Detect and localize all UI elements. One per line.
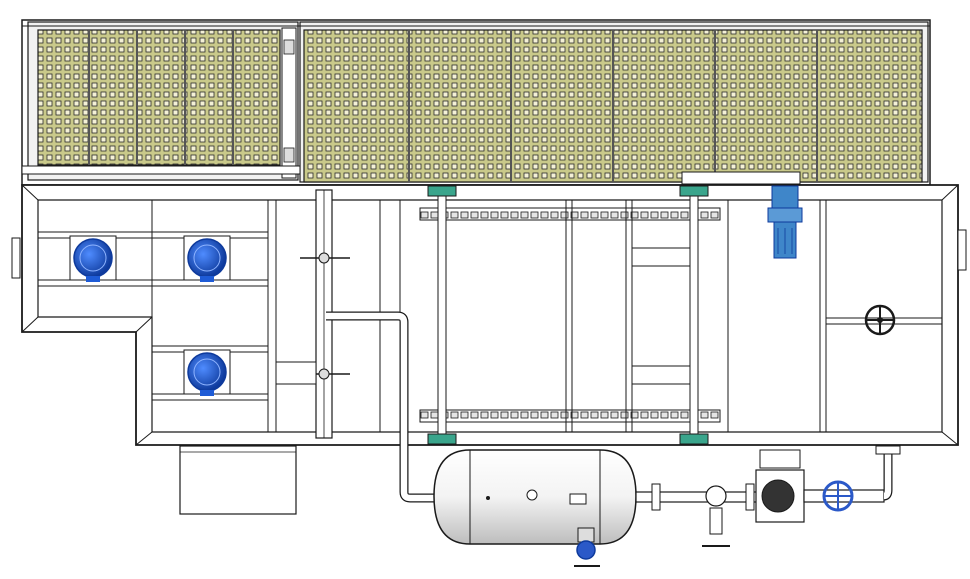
fan-1 <box>69 235 117 282</box>
mesh-side-rail-left <box>21 27 301 179</box>
side-handles <box>11 229 967 279</box>
pump <box>755 449 805 523</box>
handwheel-valve <box>864 304 896 336</box>
chain-conveyor-upper <box>419 207 721 221</box>
pressure-regulator <box>702 485 730 547</box>
mesh-panel-left <box>37 29 281 166</box>
air-pipe <box>326 311 436 503</box>
fan-3 <box>183 349 231 396</box>
drain-box <box>179 445 297 515</box>
outlet-pipe <box>635 483 765 511</box>
air-receiver-tank <box>433 449 637 545</box>
chain-conveyor-lower <box>419 409 721 423</box>
gear-motor <box>767 185 803 259</box>
roller-bay <box>565 200 691 432</box>
tank-drain-valve <box>574 527 600 567</box>
tie-rod-right <box>679 171 801 445</box>
inline-gate-valve <box>803 480 885 512</box>
shaft-assembly <box>275 189 350 439</box>
main-housing <box>21 184 959 446</box>
fan-2 <box>183 235 231 282</box>
return-riser <box>875 445 901 501</box>
mesh-panel-right <box>303 29 923 183</box>
tie-rod-left <box>427 185 457 445</box>
